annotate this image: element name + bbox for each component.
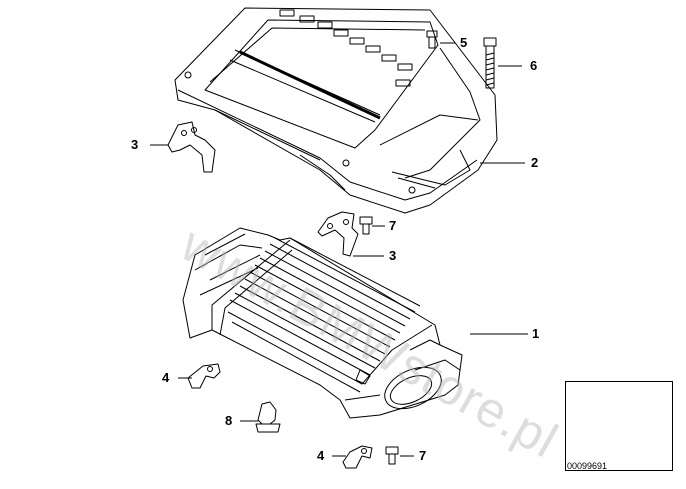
screw-7-lower xyxy=(385,446,399,465)
bracket-4-upper xyxy=(187,363,221,389)
callout-3-right: 3 xyxy=(389,248,397,263)
bracket-4-lower xyxy=(342,445,373,469)
bracket-3-left xyxy=(167,121,216,173)
bracket-3-right xyxy=(317,211,359,257)
callout-4-lower: 4 xyxy=(317,448,325,463)
callout-5: 5 xyxy=(460,35,468,50)
thumbnail-frame xyxy=(565,381,673,471)
bolt-6 xyxy=(483,37,497,89)
leader-lines xyxy=(150,42,528,457)
thumbnail-label: 00099691 xyxy=(567,461,608,471)
callout-2: 2 xyxy=(531,155,539,170)
clip-8 xyxy=(255,401,281,433)
callout-7-upper: 7 xyxy=(389,218,397,233)
callout-6: 6 xyxy=(530,58,538,73)
callout-3-left: 3 xyxy=(131,137,139,152)
cover-part xyxy=(174,7,498,214)
callout-7-lower: 7 xyxy=(419,448,427,463)
screw-7-upper xyxy=(359,216,373,235)
screw-5 xyxy=(426,30,438,49)
intercooler-part xyxy=(182,227,463,419)
callout-4-upper: 4 xyxy=(162,370,170,385)
callout-1: 1 xyxy=(532,326,540,341)
callout-8: 8 xyxy=(225,413,233,428)
